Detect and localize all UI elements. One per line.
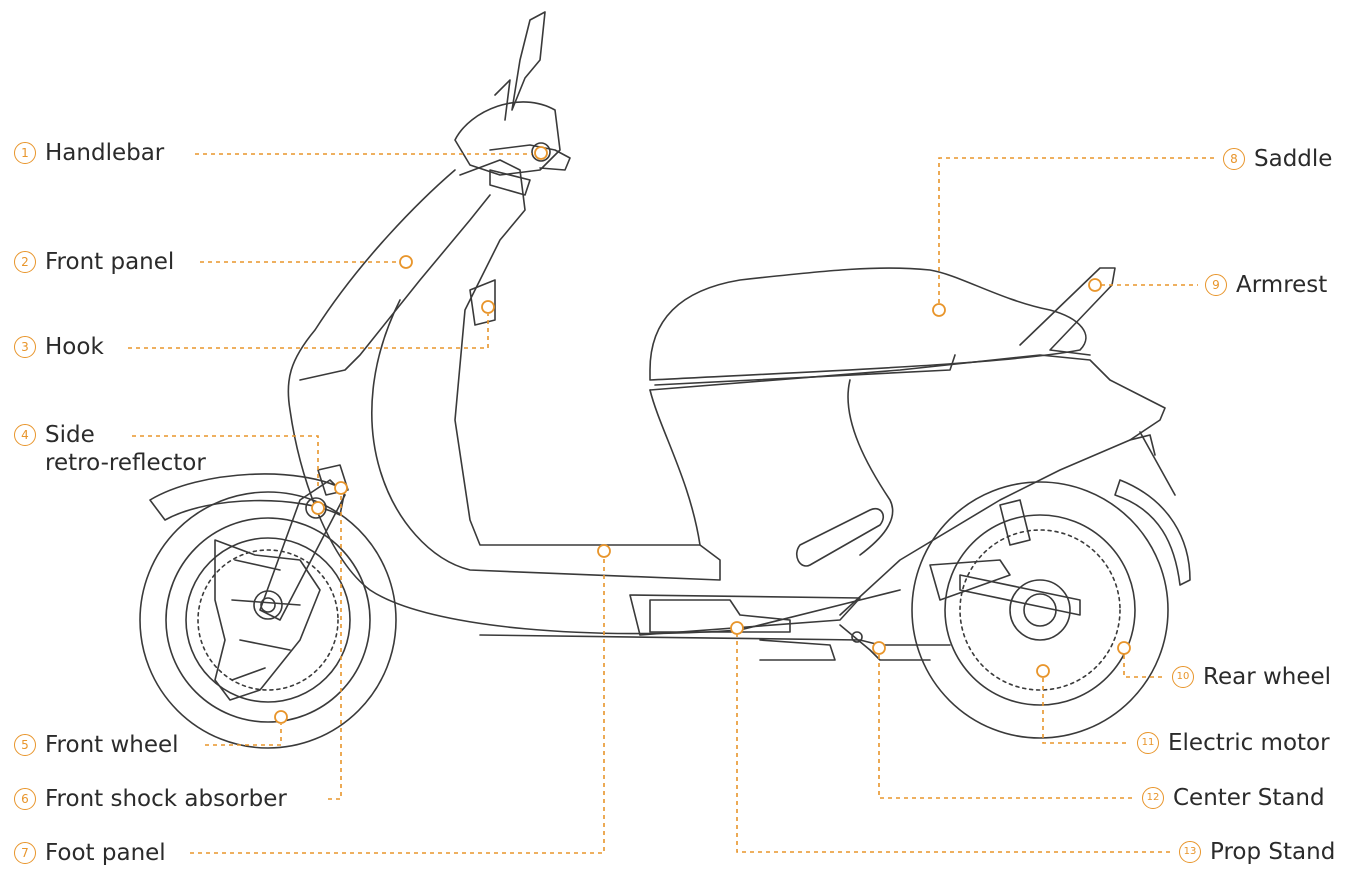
number-badge: 7 [14,842,36,864]
anchor-hook [481,300,495,314]
label-front-panel: 2 Front panel [14,248,174,276]
label-prop-stand: 13 Prop Stand [1179,838,1335,866]
front-wheel-drawing [139,491,397,749]
leader-saddle [938,157,1216,303]
leader-foot-panel [190,558,605,854]
label-hook: 3 Hook [14,333,104,361]
leader-hook [128,314,489,349]
anchor-electric-motor [1036,664,1050,678]
number-badge: 2 [14,251,36,273]
handlebar-drawing [454,11,571,196]
part-label: Foot panel [45,840,166,866]
number-badge: 5 [14,734,36,756]
number-badge: 4 [14,424,36,446]
leader-rear-wheel [1123,655,1165,678]
anchor-points [274,146,1131,724]
leader-prop-stand [736,633,1172,853]
leader-lines [128,153,1216,854]
part-label: Handlebar [45,140,165,166]
label-handlebar: 1 Handlebar [14,139,164,167]
anchor-armrest [1088,278,1102,292]
rear-wheel-drawing [911,481,1169,739]
number-badge: 6 [14,788,36,810]
part-label: Prop Stand [1210,839,1336,865]
label-front-wheel: 5 Front wheel [14,731,179,759]
leader-electric-motor [1042,678,1130,744]
part-label: Center Stand [1173,785,1325,811]
front-fender-drawing [149,473,346,521]
anchor-handlebar [534,146,548,160]
anchor-rear-wheel [1117,641,1131,655]
anchor-saddle [932,303,946,317]
number-badge: 9 [1205,274,1227,296]
number-badge: 3 [14,336,36,358]
number-badge: 10 [1172,666,1194,688]
part-label: Saddle [1254,146,1333,172]
underbody-drawing [479,634,951,646]
saddle-drawing [649,267,1087,381]
anchor-center-stand [872,641,886,655]
leader-side-retro-reflector [132,435,319,488]
part-label: Front wheel [45,732,179,758]
part-label: Armrest [1236,272,1328,298]
part-label: Hook [45,334,104,360]
number-badge: 1 [14,142,36,164]
front-body-drawing [287,169,901,635]
part-label: Electric motor [1168,730,1330,756]
anchor-foot-panel [597,544,611,558]
label-saddle: 8 Saddle [1223,145,1332,173]
number-badge: 11 [1137,732,1159,754]
part-label: Front shock absorber [45,786,287,812]
part-label: Rear wheel [1203,664,1332,690]
label-center-stand: 12 Center Stand [1142,784,1325,812]
label-rear-wheel: 10 Rear wheel [1172,663,1331,691]
anchor-prop-stand [730,621,744,635]
number-badge: 8 [1223,148,1245,170]
label-side-retro-reflector: 4 Side retro-reflector [14,421,206,477]
part-label: Side [45,422,95,448]
number-badge: 12 [1142,787,1164,809]
leader-center-stand [878,655,1135,799]
front-fork-drawing [259,464,349,621]
armrest-drawing [1019,267,1116,356]
label-electric-motor: 11 Electric motor [1137,729,1330,757]
leader-front-shock-absorber [328,494,342,800]
anchor-side-retro-reflector [334,481,348,495]
number-badge: 13 [1179,841,1201,863]
scooter-illustration [139,11,1191,749]
part-label-line2: retro-reflector [45,450,206,476]
leader-front-wheel [205,724,282,746]
label-front-shock-absorber: 6 Front shock absorber [14,785,287,813]
label-armrest: 9 Armrest [1205,271,1327,299]
label-foot-panel: 7 Foot panel [14,839,166,867]
rear-body-drawing [649,354,1166,616]
anchor-front-wheel [274,710,288,724]
part-label: Front panel [45,249,175,275]
anchor-front-shock-absorber [311,501,325,515]
anchor-front-panel [399,255,413,269]
